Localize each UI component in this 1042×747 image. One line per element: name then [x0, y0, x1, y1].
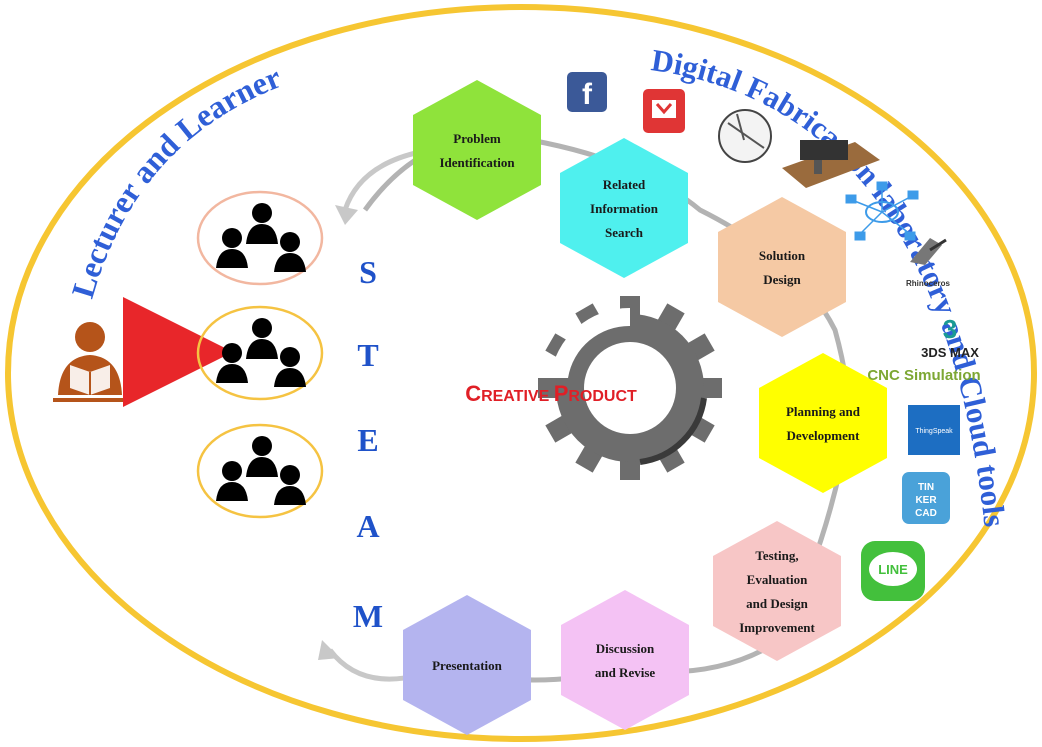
process-step-label: Search — [605, 225, 644, 240]
svg-text:f: f — [582, 78, 593, 111]
tinkercad-icon: TIN KER CAD — [902, 472, 950, 524]
process-step-hexagon — [403, 595, 531, 735]
process-step-label: Related — [603, 177, 646, 192]
learner-group-top — [196, 190, 324, 286]
steam-letter-t: T — [357, 337, 378, 373]
steam-letter-a: A — [356, 508, 379, 544]
process-step-label: Problem — [453, 131, 501, 146]
process-step-hexagon — [413, 80, 541, 220]
svg-text:CAD: CAD — [915, 508, 937, 519]
svg-text:TIN: TIN — [918, 482, 934, 493]
process-step: Presentation — [403, 595, 531, 735]
svg-text:ThingSpeak: ThingSpeak — [915, 428, 953, 435]
cnc-simulation-label: CNC Simulation — [867, 367, 980, 384]
center-title: CREATIVE PRODUCT — [465, 381, 637, 406]
process-step-label: Testing, — [755, 548, 798, 563]
process-step-label: Solution — [759, 248, 806, 263]
process-step-label: Improvement — [739, 620, 815, 635]
cnc-machine-icon — [782, 140, 880, 188]
process-step-label: Development — [787, 428, 861, 443]
process-step-label: and Revise — [595, 665, 656, 680]
thingspeak-icon: ThingSpeak — [908, 405, 960, 455]
process-step: Discussion and Revise — [561, 590, 689, 730]
process-step-hexagon — [560, 138, 688, 278]
steam-letter-e: E — [357, 422, 378, 458]
process-step-label: Evaluation — [747, 572, 808, 587]
cloud-network-icon — [845, 181, 919, 241]
gear-icon — [538, 296, 722, 480]
steam-letter-s: S — [359, 254, 377, 290]
learner-group-bottom — [196, 423, 324, 519]
process-step-label: and Design — [746, 596, 809, 611]
3ds-max-logo: 3 3DS MAX — [921, 314, 979, 360]
outer-ellipse — [5, 4, 1037, 742]
teacher-icon — [53, 322, 128, 402]
process-step-label: Design — [763, 272, 801, 287]
arrow-tip-bottom — [318, 640, 340, 660]
svg-text:3DS MAX: 3DS MAX — [921, 345, 979, 360]
process-step-hexagon — [561, 590, 689, 730]
process-step-hexagon — [759, 353, 887, 493]
process-step-label: Information — [590, 201, 659, 216]
svg-text:KER: KER — [915, 495, 937, 506]
arrow-tip-top — [335, 205, 358, 225]
cycle-return-arrow-top — [342, 149, 421, 211]
left-arc-title: Lecturer and Learner — [64, 59, 286, 302]
slides-app-icon — [643, 89, 685, 133]
process-step-label: Presentation — [432, 658, 503, 673]
process-step-label: Identification — [439, 155, 515, 170]
svg-text:LINE: LINE — [878, 562, 908, 577]
learner-group-middle — [196, 305, 324, 401]
process-step-hexagon — [713, 521, 841, 661]
facebook-icon: f — [567, 72, 607, 112]
process-step-label: Planning and — [786, 404, 861, 419]
process-step-hexagon — [718, 197, 846, 337]
rhinoceros-logo: Rhinoceros — [906, 238, 951, 288]
laser-cutter-icon — [718, 109, 772, 163]
line-app-icon: LINE — [861, 541, 925, 601]
process-steps: ProblemIdentificationRelatedInformationS… — [403, 80, 887, 735]
process-step-label: Discussion — [596, 641, 655, 656]
svg-text:3: 3 — [943, 314, 957, 344]
svg-text:Rhinoceros: Rhinoceros — [906, 279, 951, 288]
steam-letter-m: M — [353, 598, 383, 634]
